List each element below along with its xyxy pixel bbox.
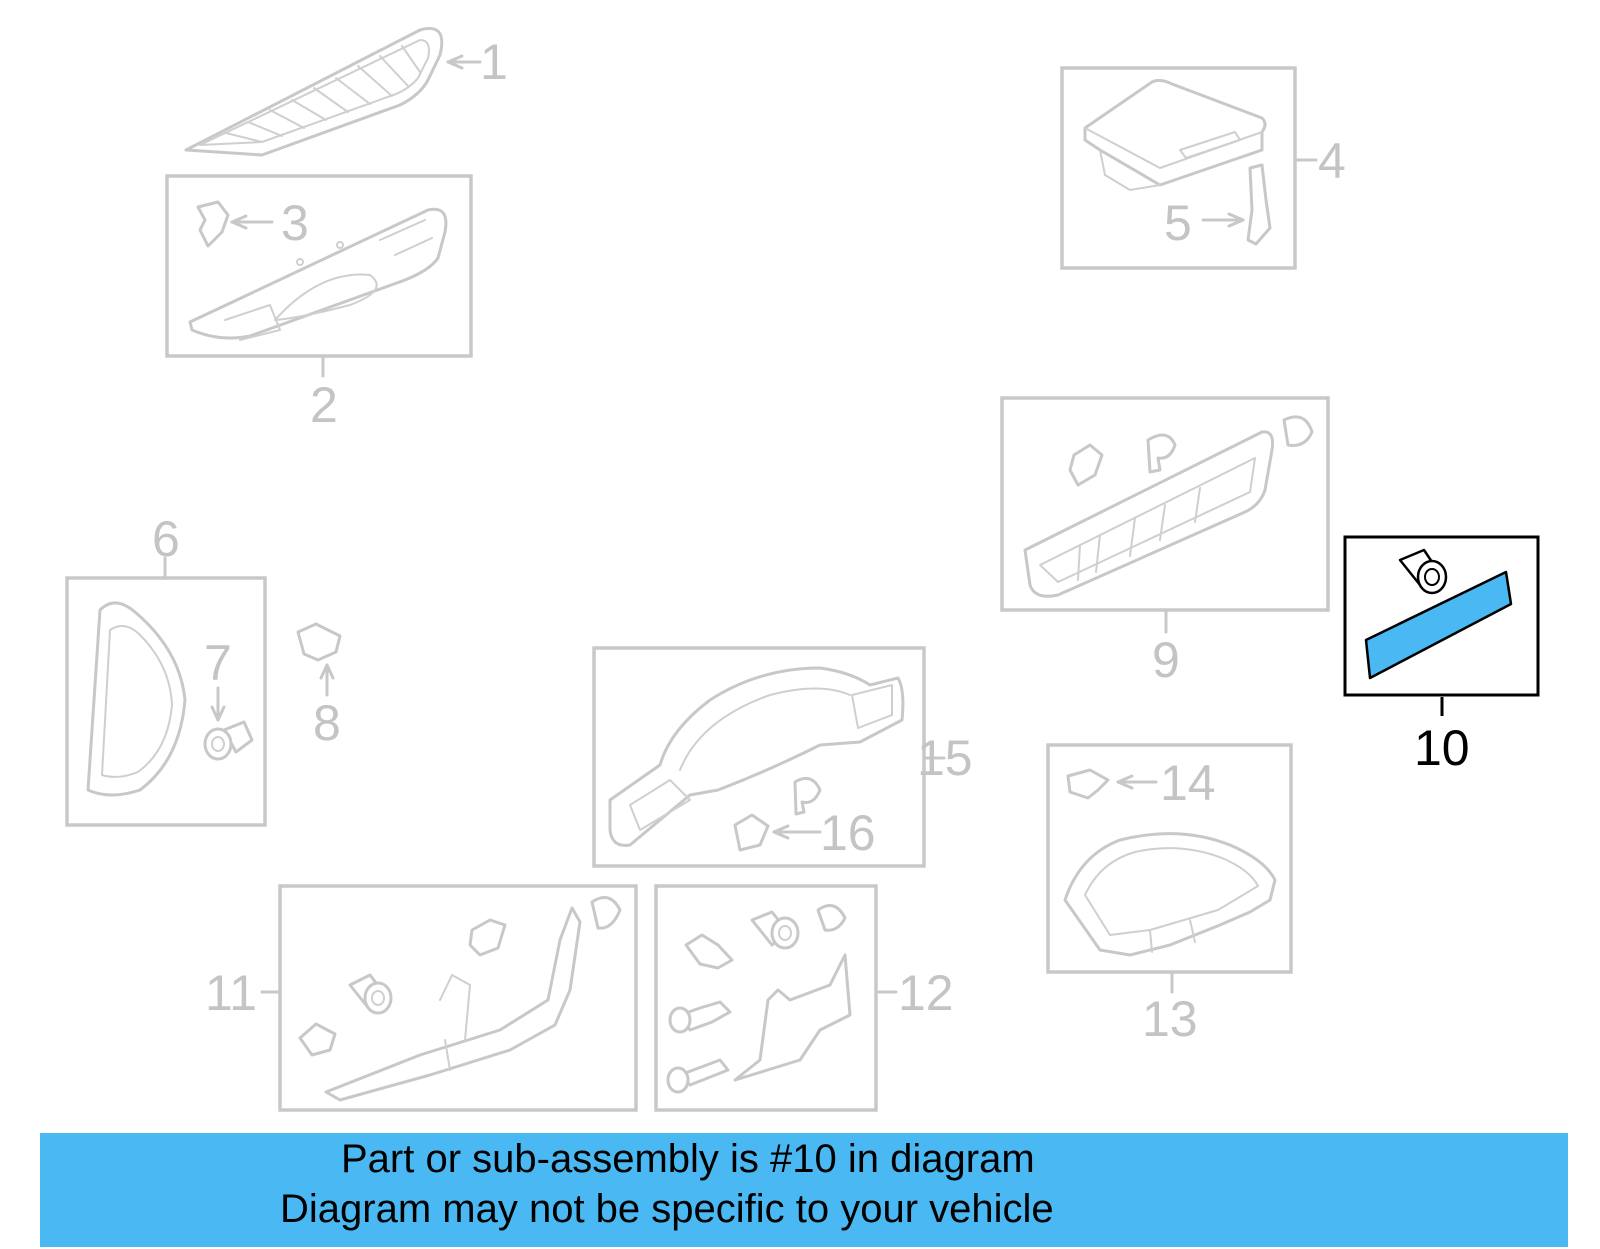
part-10-strip	[1364, 570, 1513, 680]
part-7-clip	[203, 686, 254, 761]
callout-4: 4	[1318, 133, 1346, 189]
part-10-highlight	[1364, 548, 1513, 680]
info-banner: Part or sub-assembly is #10 in diagram D…	[40, 1133, 1568, 1247]
callout-13: 13	[1142, 991, 1198, 1047]
part-14-clip	[1066, 768, 1158, 800]
callout-2: 2	[310, 377, 338, 433]
callout-1: 1	[480, 34, 508, 90]
box-part-10	[1343, 535, 1540, 697]
part-8-clip	[296, 622, 342, 697]
callout-9: 9	[1152, 632, 1180, 688]
box-part-2	[165, 174, 473, 358]
part-5-bracket	[1201, 163, 1272, 246]
callout-7: 7	[204, 635, 232, 691]
callout-12: 12	[898, 965, 954, 1021]
part-4-lid	[1083, 78, 1267, 191]
callout-11: 11	[205, 965, 257, 1021]
part-9-panel	[1023, 415, 1314, 598]
part-16-clips	[733, 776, 822, 852]
callout-15: 15	[917, 730, 973, 786]
part-3-clip	[196, 200, 274, 248]
box-part-15	[592, 646, 926, 868]
part-10-clip	[1398, 548, 1448, 595]
banner-line-disclaimer: Diagram may not be specific to your vehi…	[280, 1187, 1054, 1231]
box-part-11	[278, 884, 638, 1112]
part-15-bezel	[608, 666, 905, 847]
part-2-panel	[188, 207, 448, 341]
banner-line-part-number: Part or sub-assembly is #10 in diagram	[341, 1137, 1035, 1181]
callout-5: 5	[1164, 195, 1192, 251]
box-part-9	[1000, 396, 1330, 612]
callout-10: 10	[1414, 720, 1470, 776]
callout-3: 3	[281, 195, 309, 251]
part-11-panel	[298, 896, 622, 1102]
box-part-12	[654, 884, 878, 1112]
part-12-parts	[666, 904, 852, 1094]
part-1-grille	[184, 27, 482, 157]
callout-14: 14	[1160, 755, 1216, 811]
callout-8: 8	[313, 695, 341, 751]
part-13-cluster	[1063, 832, 1277, 957]
part-6-cover	[86, 601, 187, 797]
box-part-13	[1046, 743, 1293, 974]
callout-6: 6	[152, 511, 180, 567]
box-part-4	[1060, 66, 1297, 270]
callout-16: 16	[820, 805, 876, 861]
